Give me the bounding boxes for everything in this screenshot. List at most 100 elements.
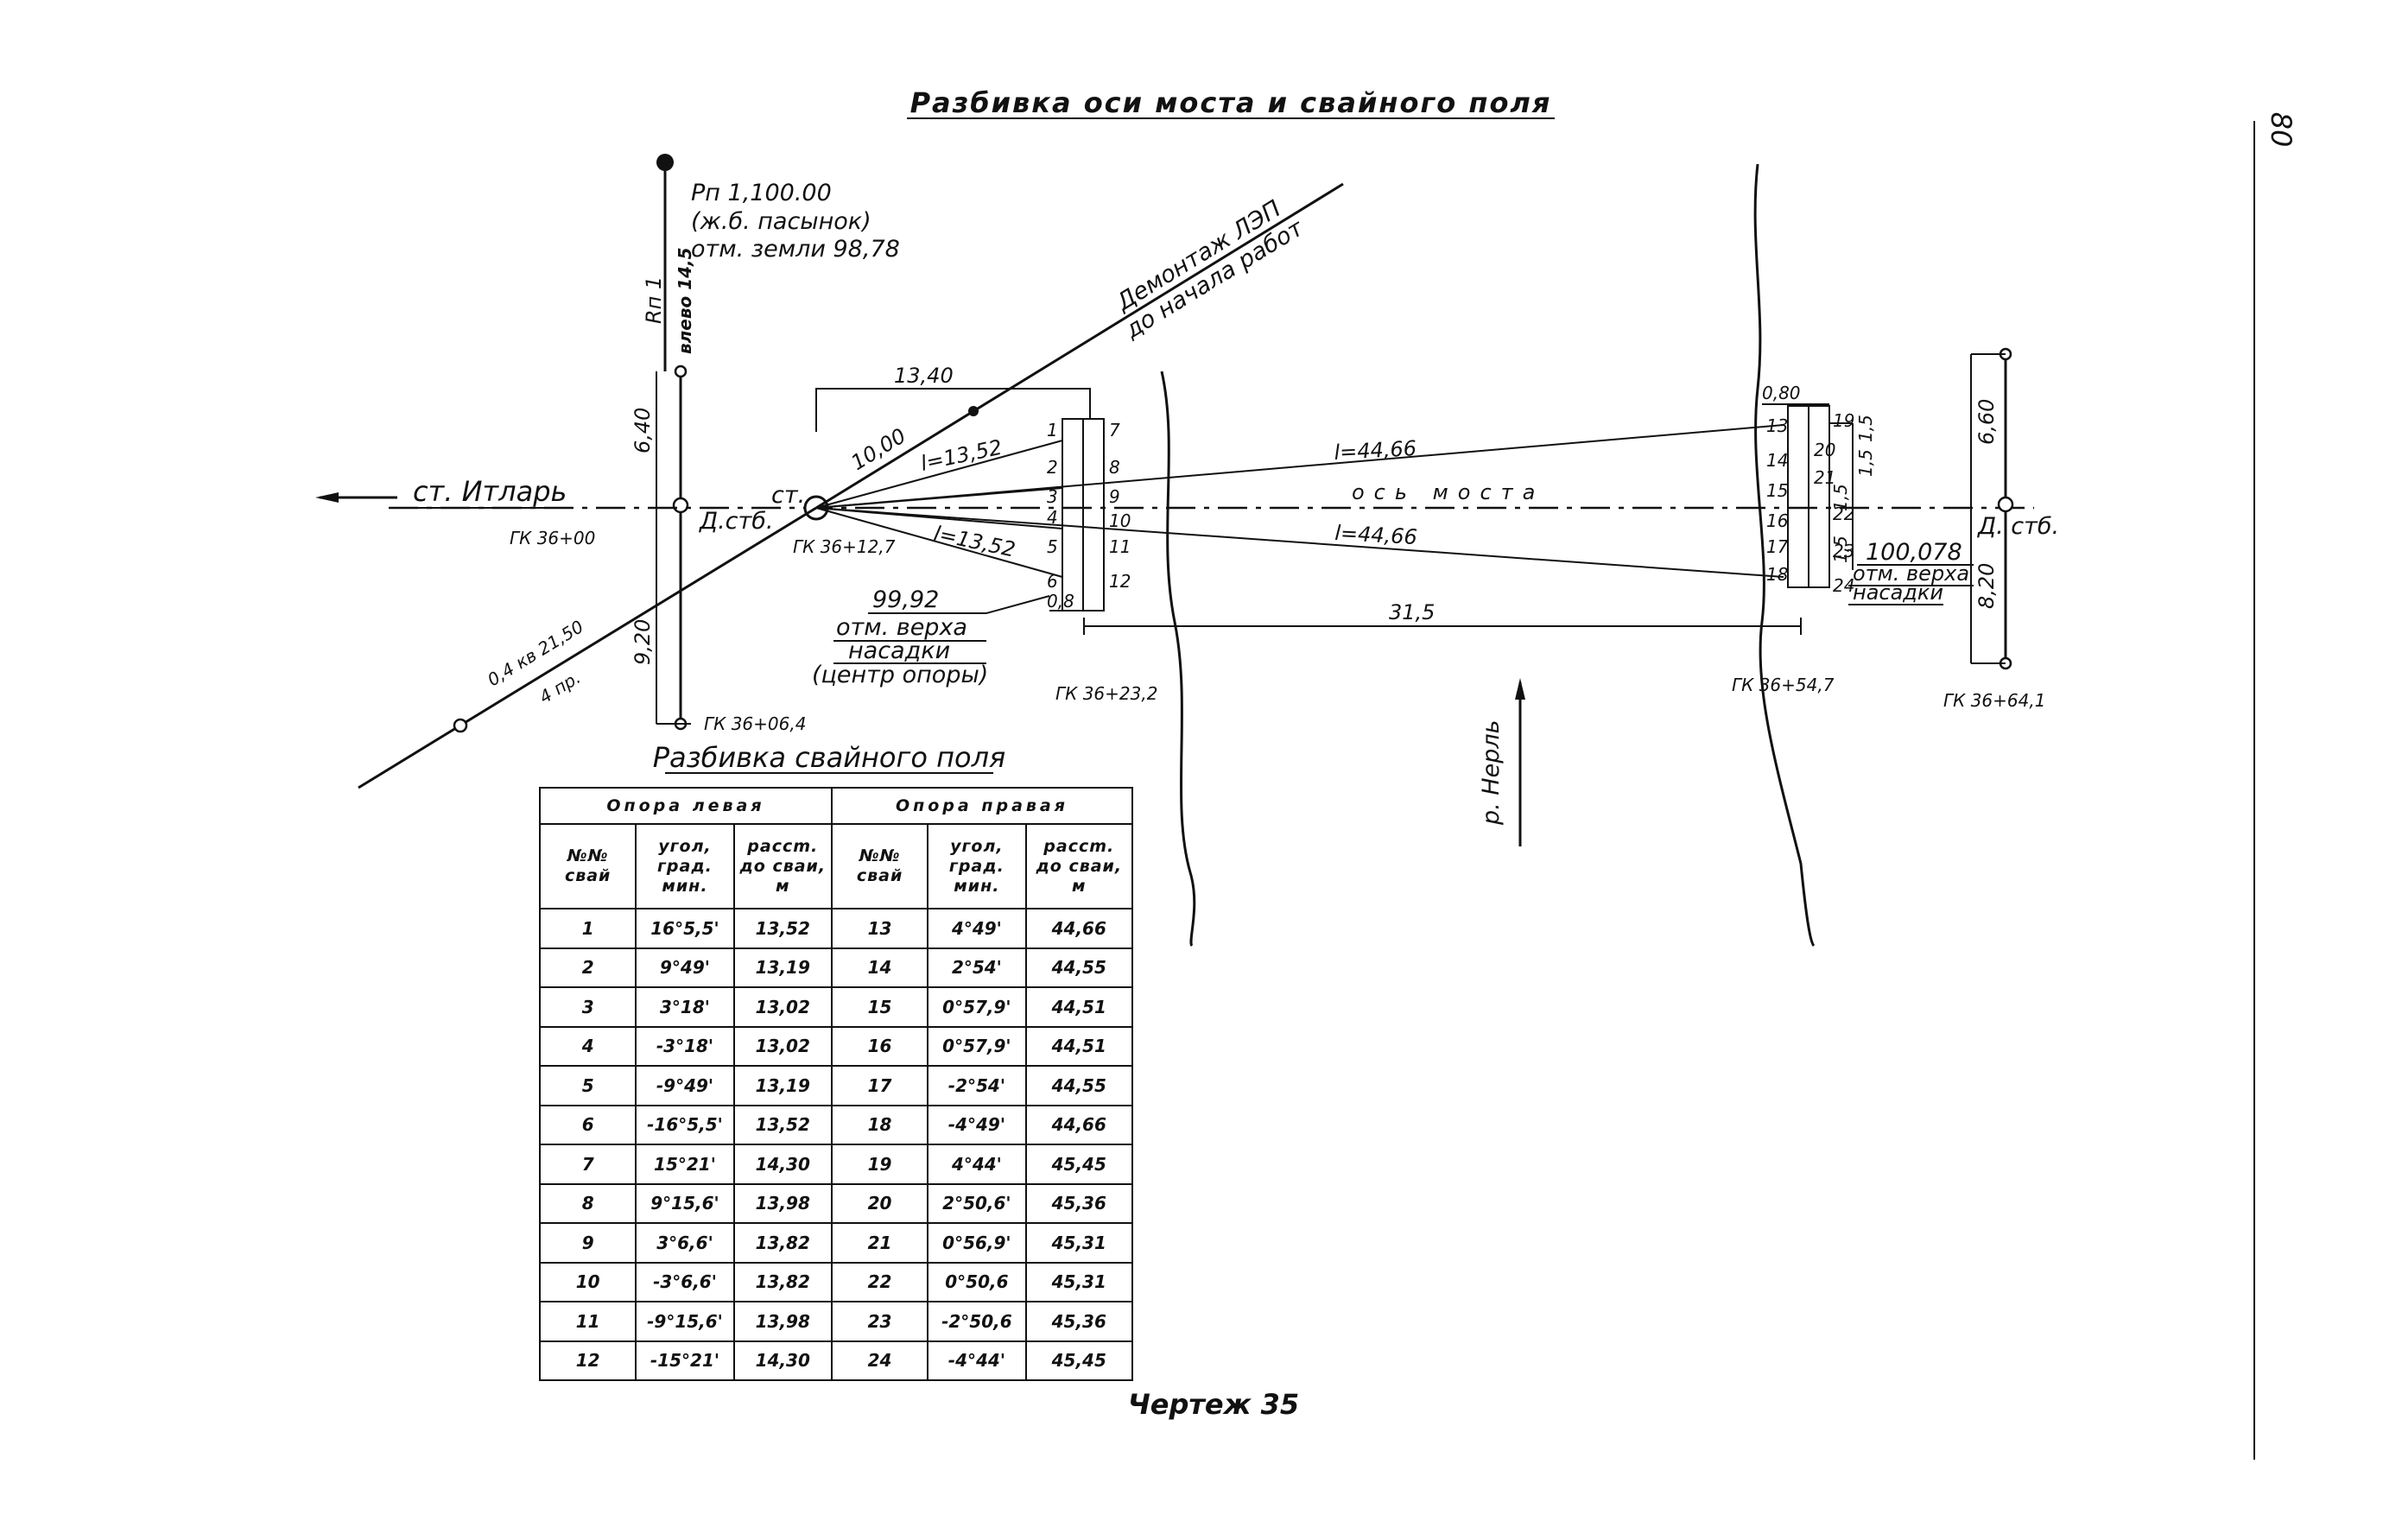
cell-pile-right: 15 [830,986,929,1028]
cell-angle-right: 2°54' [927,947,1027,988]
cell-dist-right: 44,55 [1024,1065,1134,1106]
left-pile-group [1049,418,1105,612]
col-pile-line: свай [856,866,903,885]
cell-angle-left: 16°5,5' [635,908,735,949]
cell-angle-left: -3°18' [635,1025,735,1067]
cell-pile-right: 19 [830,1144,929,1185]
cell-pile-right: 13 [830,908,929,949]
cell-dist-left: 13,82 [732,1222,833,1264]
dim-0-80: 0,80 [1762,383,1801,403]
cell-dist-right: 44,51 [1024,1025,1134,1067]
col-dist-line: рассm. [747,836,819,856]
group-left-header: Опора левая [539,787,833,825]
gk-36-54-7: ГК 36+54,7 [1732,675,1835,695]
cell-pile-left: 8 [538,1182,637,1224]
cell-pile-right: 22 [830,1261,929,1302]
ray-44-66-top [815,424,1784,509]
pile-num-23: 23 [1833,541,1854,561]
elev-left-2: насадки [848,637,950,664]
cell-angle-right: 0°57,9' [927,986,1027,1028]
pile-num-2: 2 [1047,457,1058,478]
pile-num-20: 20 [1814,440,1835,460]
cell-pile-left: 7 [538,1144,637,1185]
pile-num-16: 16 [1766,510,1788,531]
elev-right-1: отм. верха [1853,561,1969,586]
col-pile-right: №№ свай [830,823,929,909]
dim-right-small-3: 1,5 [1830,484,1851,511]
pile-num-9: 9 [1109,486,1120,507]
pile-num-6: 6 [1047,571,1058,592]
rp1-vertical-label: Rп 1 [642,276,666,324]
gk-36-00: ГК 36+00 [510,528,595,548]
dim-right-small-2: 1,5 [1855,449,1876,477]
benchmark-label-1: Рп 1,100.00 [691,180,832,206]
cell-angle-left: 9°49' [635,947,735,988]
cell-dist-left: 14,30 [732,1340,833,1381]
dim-9-20-left: 9,20 [631,619,655,665]
cell-pile-right: 18 [830,1104,929,1145]
pile-num-13: 13 [1766,415,1788,436]
dim-right-small-4: 1,5 [1830,536,1851,563]
cell-dist-left: 13,19 [732,947,833,988]
cell-pile-left: 9 [538,1222,637,1264]
cell-dist-right: 44,66 [1024,1104,1134,1145]
cell-angle-left: 3°6,6' [635,1222,735,1264]
dim-6-40: 6,40 [631,408,655,453]
river-bank-left [1160,371,1196,947]
elev-left-leader [986,595,1050,614]
pile-num-8: 8 [1109,457,1120,478]
group-right-header: Опора правая [830,787,1134,825]
col-dist-line: м [1072,876,1087,896]
pile-num-18: 18 [1766,564,1788,585]
elev-right-value: 100,078 [1866,539,1962,566]
gk-36-23-2: ГК 36+23,2 [1055,683,1157,704]
col-dist-right: рассm. до сваи, м [1024,823,1134,909]
col-dist-line: рассm. [1043,836,1115,856]
cell-angle-right: -2°50,6 [927,1301,1027,1342]
gk-36-06-4: ГК 36+06,4 [704,713,806,734]
cell-angle-left: -16°5,5' [635,1104,735,1145]
benchmark-label-2: (ж.б. пасынок) [691,208,871,235]
cell-angle-right: 0°57,9' [927,1025,1027,1067]
pile-num-11: 11 [1109,536,1131,557]
cell-angle-right: 4°49' [927,908,1027,949]
benchmark-symbol [656,154,674,171]
dim-0-8: 0,8 [1047,591,1074,612]
d-stb-left: Д.стб. [699,508,773,535]
cell-dist-left: 13,52 [732,1104,833,1145]
pile-num-4: 4 [1047,507,1058,528]
cell-dist-left: 13,19 [732,1065,833,1106]
elev-left-1: отм. верха [836,614,967,641]
col-dist-line: до сваи, [739,856,827,876]
bridge-axis-label: ось моста [1352,480,1544,504]
right-station-mid-point [1997,496,2014,513]
cell-dist-left: 13,02 [732,986,833,1028]
cell-pile-right: 14 [830,947,929,988]
cell-pile-left: 10 [538,1261,637,1302]
cell-angle-left: -9°15,6' [635,1301,735,1342]
cell-angle-left: 3°18' [635,986,735,1028]
col-pile-left: №№ свай [538,823,637,909]
power-pole-bottom [453,718,468,733]
elev-left-value: 99,92 [872,586,939,613]
cell-angle-left: 9°15,6' [635,1182,735,1224]
cell-dist-right: 45,45 [1024,1340,1134,1381]
pile-num-1: 1 [1047,420,1058,440]
cell-angle-left: 15°21' [635,1144,735,1185]
l-13-52-bottom: l=13,52 [932,521,1017,561]
cell-pile-left: 12 [538,1340,637,1381]
cell-pile-left: 6 [538,1104,637,1145]
pile-num-12: 12 [1109,571,1131,592]
dim-8-20: 8,20 [1974,563,1999,609]
cell-angle-right: 0°56,9' [927,1222,1027,1264]
cell-dist-right: 45,36 [1024,1182,1134,1224]
l-44-66-top: l=44,66 [1334,436,1417,465]
